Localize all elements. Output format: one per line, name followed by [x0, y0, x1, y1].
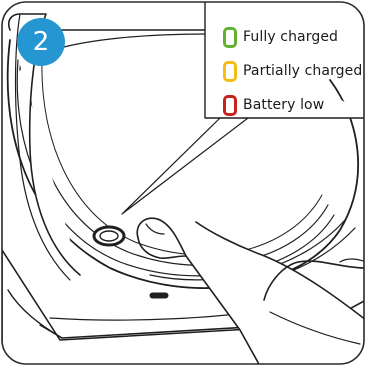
- legend-label: Partially charged: [243, 63, 362, 79]
- legend-item-battery-low: Battery low: [207, 94, 324, 116]
- legend-item-partially-charged: Partially charged: [207, 60, 362, 82]
- legend-label: Fully charged: [243, 29, 338, 45]
- battery-level-icon: [223, 27, 237, 48]
- usb-port: [150, 293, 168, 298]
- battery-legend: Fully charged Partially charged Battery …: [207, 8, 357, 118]
- battery-level-icon: [223, 95, 237, 116]
- power-button: [94, 227, 124, 245]
- step-number: 2: [33, 27, 50, 57]
- battery-level-icon: [223, 61, 237, 82]
- legend-label: Battery low: [243, 97, 324, 113]
- legend-item-fully-charged: Fully charged: [207, 26, 338, 48]
- step-number-badge: 2: [17, 18, 65, 66]
